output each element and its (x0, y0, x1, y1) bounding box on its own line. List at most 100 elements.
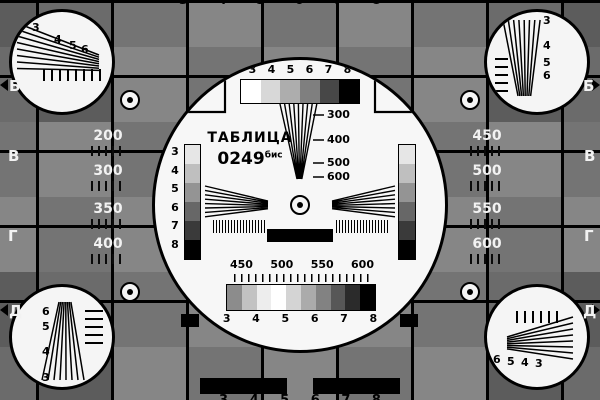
tick-marks (43, 69, 105, 81)
grayscale-step (300, 80, 320, 103)
digit-label: 6 (493, 353, 501, 366)
row-marker-arrow (0, 79, 8, 91)
left-panel-item: 350 (86, 201, 130, 229)
bottom-scale-ticks (234, 274, 374, 282)
digit-label: 500 (270, 258, 294, 271)
grayscale-step (286, 285, 301, 310)
digit-label: 3 (248, 63, 257, 76)
resolution-wedge-art (502, 19, 541, 97)
diagonal-triangle-right (373, 60, 439, 114)
digit-label: 6 (171, 200, 179, 214)
frequency-value: 350 (93, 201, 123, 217)
bottom-grayscale-strip (226, 284, 376, 311)
digit-label: 8 (372, 393, 381, 400)
tick-marks (91, 181, 125, 191)
digit-label: 4 (250, 393, 259, 400)
digit-label: 6 (311, 393, 320, 400)
black-square (400, 314, 418, 327)
grayscale-step (315, 285, 331, 310)
resolution-wedge-art (506, 316, 574, 360)
left-panel-item: 200 (86, 128, 130, 156)
digit-label: 8 (343, 63, 352, 76)
frequency-burst-right (336, 220, 388, 233)
row-letter-right: Г (584, 227, 594, 245)
black-bar (313, 378, 400, 394)
digit-label: 5 (42, 320, 50, 333)
digit-label: 5 (507, 355, 515, 368)
grayscale-step (241, 80, 261, 103)
row-letter-left: Д (9, 302, 23, 320)
grayscale-step (241, 285, 257, 310)
frequency-value: 200 (93, 128, 123, 144)
digit-label: 8 (171, 237, 179, 251)
vertical-resolution-wedge (279, 103, 318, 180)
grayscale-step (319, 80, 340, 103)
grayscale-step (185, 202, 200, 221)
digit-label: 4 (252, 312, 260, 325)
wedge-label-400: 400 (327, 133, 350, 146)
digit-label: 6 (310, 312, 319, 325)
bullseye-target (120, 282, 140, 302)
tick-marks (470, 254, 504, 264)
right-panel-item: 450 (465, 128, 509, 156)
left-panel-item: 300 (86, 163, 130, 191)
tick-marks (91, 219, 125, 229)
digit-label: 3 (179, 0, 189, 8)
frequency-value: 500 (472, 163, 502, 179)
wedge-label-dashes (313, 114, 324, 178)
grayscale-step (330, 285, 346, 310)
row-marker-arrow (0, 304, 8, 316)
frequency-value: 400 (93, 236, 123, 252)
digit-label: 4 (171, 163, 179, 177)
digit-label: 5 (280, 393, 289, 400)
horizontal-resolution-wedge-right (331, 185, 396, 218)
digit-label: 8 (369, 312, 378, 325)
row-letter-right: В (584, 147, 596, 165)
bullseye-target (120, 90, 140, 110)
digit-label: 7 (340, 312, 348, 325)
digit-label: 6 (543, 69, 551, 82)
tick-marks (516, 311, 562, 323)
digit-label: 5 (281, 312, 290, 325)
grayscale-step (300, 285, 316, 310)
center-bullseye (290, 195, 310, 215)
digit-label: 5 (171, 182, 179, 196)
digit-label: 7 (324, 63, 333, 76)
circle-line-art (161, 60, 439, 218)
digit-label: 3 (32, 21, 40, 34)
tick-marks (91, 254, 125, 264)
digit-label: 3 (219, 393, 228, 400)
row-marker-arrow (592, 79, 600, 91)
grayscale-step (185, 240, 200, 259)
grayscale-step (260, 80, 281, 103)
grayscale-step (399, 221, 415, 240)
digit-label: 550 (310, 258, 334, 271)
digit-label: 4 (267, 63, 276, 76)
grayscale-step (360, 285, 375, 310)
grayscale-step (227, 285, 242, 310)
tick-marks (91, 146, 125, 156)
bottom-grayscale-digit-row: 3 4 5 6 7 8 (212, 312, 388, 325)
grayscale-step (256, 285, 272, 310)
card-code-suffix: бис (264, 150, 283, 161)
resolution-wedge-art (41, 301, 85, 381)
digit-label: 7 (333, 0, 343, 8)
grayscale-step (185, 221, 200, 240)
wedge-label-600: 600 (327, 170, 350, 183)
digit-label: 4 (54, 33, 62, 46)
digit-label: 4 (543, 39, 551, 52)
digit-label: 5 (286, 63, 295, 76)
grayscale-step (399, 202, 415, 221)
left-panel-item: 400 (86, 236, 130, 264)
grayscale-step (399, 145, 415, 164)
card-title: ТАБЛИЦА (207, 130, 293, 146)
row-letter-left: Г (8, 227, 18, 245)
digit-label: 3 (222, 312, 231, 325)
diagonal-triangle-left (161, 60, 227, 114)
